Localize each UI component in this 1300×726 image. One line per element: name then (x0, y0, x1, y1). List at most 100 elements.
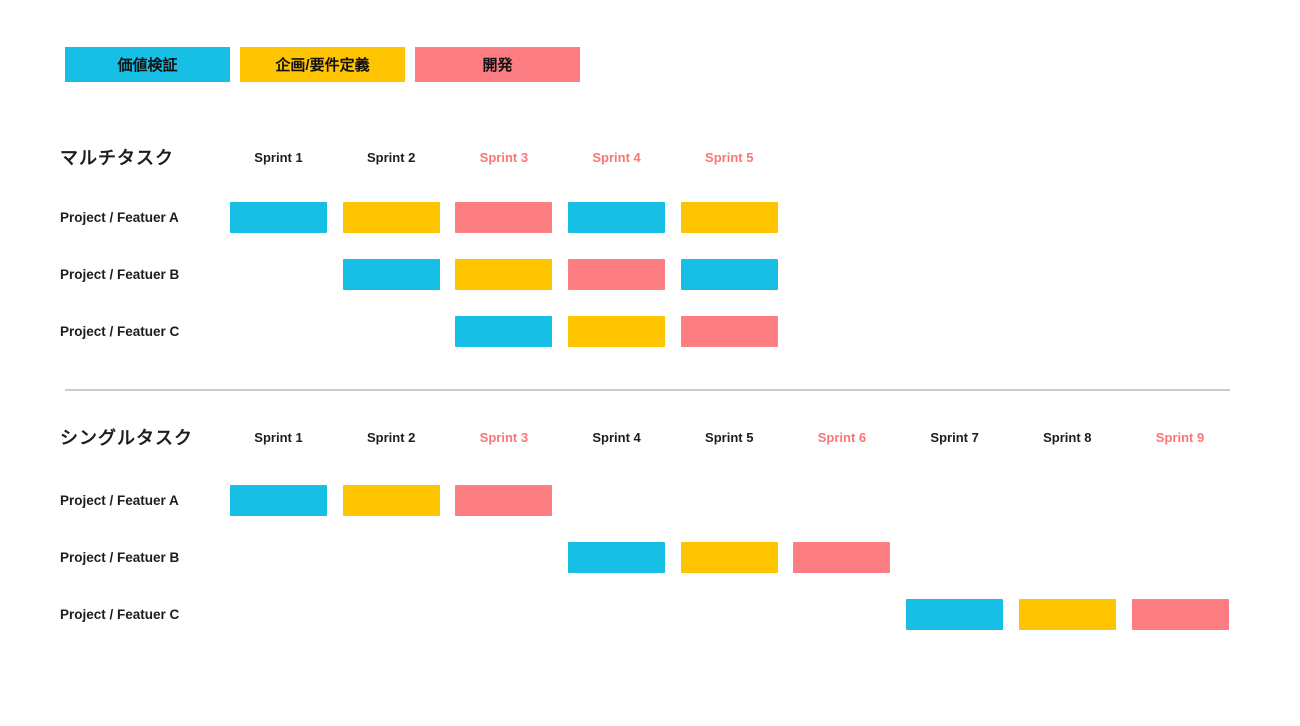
sprint-header-cell: Sprint 9 (1132, 430, 1245, 445)
sprint-header-cell: Sprint 2 (343, 150, 456, 165)
section-title-singletask: シングルタスク (60, 428, 193, 448)
gantt-bar-yellow (680, 542, 778, 573)
sprint-cell (455, 485, 568, 516)
gantt-bar-cyan (680, 259, 778, 290)
sprint-header-label: Sprint 1 (254, 429, 303, 445)
sprint-header-cell: Sprint 4 (568, 430, 681, 445)
gantt-bar-yellow (342, 485, 440, 516)
row-label-cell: Project / Featuer B (60, 550, 230, 565)
row-label: Project / Featuer C (60, 324, 180, 339)
sprint-cell (906, 599, 1019, 630)
gantt-bar-cyan (342, 259, 440, 290)
sprint-header-label: Sprint 8 (1043, 429, 1092, 445)
sprint-cell (680, 542, 794, 573)
sprint-header-label: Sprint 5 (705, 149, 754, 165)
gantt-row: Project / Featuer B (60, 529, 1260, 586)
sprint-header-cell: Sprint 1 (230, 150, 343, 165)
sprint-header-label: Sprint 4 (592, 149, 641, 165)
sprint-header-label: Sprint 2 (366, 149, 416, 165)
section-singletask: シングルタスク Sprint 1 Sprint 2 Sprint 3 Sprint 4… (60, 423, 1260, 643)
sprint-header-cell: Sprint 4 (568, 150, 681, 165)
sprint-cell (342, 202, 456, 233)
sprint-header-label: Sprint 2 (366, 429, 416, 445)
gantt-bar-pink (680, 316, 778, 347)
gantt-bar-cyan (230, 202, 327, 233)
sprint-header-cell: Sprint 7 (906, 430, 1019, 445)
sprint-cell (455, 259, 568, 290)
gantt-bar-pink (793, 542, 891, 573)
row-label: Project / Featuer B (60, 267, 180, 282)
sprint-cell (455, 202, 568, 233)
section-title-multitask: マルチタスク (60, 148, 174, 168)
gantt-bar-cyan (455, 316, 553, 347)
sprint-header-label: Sprint 9 (1155, 429, 1205, 445)
gantt-bar-cyan (230, 485, 327, 516)
gantt-bar-cyan (568, 202, 666, 233)
sprint-header-label: Sprint 3 (479, 429, 529, 445)
gantt-bar-pink (1131, 599, 1229, 630)
sprint-header-label: Sprint 7 (930, 429, 979, 445)
sprint-header-row-singletask: シングルタスク Sprint 1 Sprint 2 Sprint 3 Sprint 4… (60, 423, 1260, 451)
row-label-cell: Project / Featuer A (60, 210, 230, 225)
row-label-cell: Project / Featuer A (60, 493, 230, 508)
sprint-cell (568, 542, 681, 573)
legend-item-yellow: 企画/要件定義 (240, 47, 405, 82)
row-label-cell: Project / Featuer C (60, 607, 230, 622)
row-label: Project / Featuer C (60, 607, 180, 622)
row-label: Project / Featuer B (60, 550, 180, 565)
row-label-cell: Project / Featuer B (60, 267, 230, 282)
legend-item-label: 企画/要件定義 (275, 57, 370, 74)
gantt-bar-pink (455, 202, 553, 233)
legend: 価値検証 企画/要件定義 開発 (65, 47, 580, 82)
gantt-row: Project / Featuer B (60, 246, 1260, 303)
sprint-cell (342, 485, 456, 516)
sprint-cell (230, 202, 343, 233)
gantt-row: Project / Featuer A (60, 472, 1260, 529)
sprint-cell (793, 542, 906, 573)
gantt-bar-pink (455, 485, 553, 516)
section-title-cell: マルチタスク (60, 144, 230, 170)
row-label: Project / Featuer A (60, 493, 179, 508)
sprint-cell (1018, 599, 1132, 630)
row-label-cell: Project / Featuer C (60, 324, 230, 339)
section-divider (65, 389, 1230, 391)
sprint-header-cell: Sprint 5 (681, 150, 794, 165)
gantt-bar-yellow (342, 202, 440, 233)
sprint-header-cell: Sprint 5 (681, 430, 794, 445)
sprint-cell (680, 316, 794, 347)
gantt-bar-cyan (568, 542, 666, 573)
sprint-header-cell: Sprint 2 (343, 430, 456, 445)
gantt-row: Project / Featuer A (60, 189, 1260, 246)
gantt-bar-pink (568, 259, 666, 290)
sprint-header-cell: Sprint 3 (455, 430, 568, 445)
gantt-bar-yellow (455, 259, 553, 290)
sprint-header-cell: Sprint 1 (230, 430, 343, 445)
section-multitask: マルチタスク Sprint 1 Sprint 2 Sprint 3 Sprint 4 S… (60, 143, 1260, 360)
sprint-header-cell: Sprint 3 (455, 150, 568, 165)
sprint-header-label: Sprint 6 (817, 429, 867, 445)
legend-item-label: 価値検証 (117, 57, 178, 74)
gantt-row: Project / Featuer C (60, 586, 1260, 643)
legend-item-cyan: 価値検証 (65, 47, 230, 82)
gantt-bar-yellow (568, 316, 666, 347)
sprint-cell (342, 259, 456, 290)
sprint-cell (680, 202, 794, 233)
sprint-cell (568, 316, 681, 347)
sprint-header-label: Sprint 4 (592, 429, 641, 445)
sprint-header-row-multitask: マルチタスク Sprint 1 Sprint 2 Sprint 3 Sprint 4 S… (60, 143, 1260, 171)
gantt-bar-yellow (680, 202, 778, 233)
sprint-header-cell: Sprint 8 (1019, 430, 1132, 445)
gantt-bar-cyan (906, 599, 1004, 630)
sprint-cell (1131, 599, 1245, 630)
row-label: Project / Featuer A (60, 210, 179, 225)
sprint-header-label: Sprint 3 (479, 149, 529, 165)
sprint-cell (455, 316, 568, 347)
legend-item-label: 開発 (482, 57, 513, 74)
sprint-header-cell: Sprint 6 (793, 430, 906, 445)
sprint-cell (568, 259, 681, 290)
sprint-cell (680, 259, 794, 290)
sprint-header-label: Sprint 5 (705, 429, 754, 445)
sprint-header-label: Sprint 1 (254, 149, 303, 165)
section-title-cell: シングルタスク (60, 424, 230, 450)
gantt-row: Project / Featuer C (60, 303, 1260, 360)
